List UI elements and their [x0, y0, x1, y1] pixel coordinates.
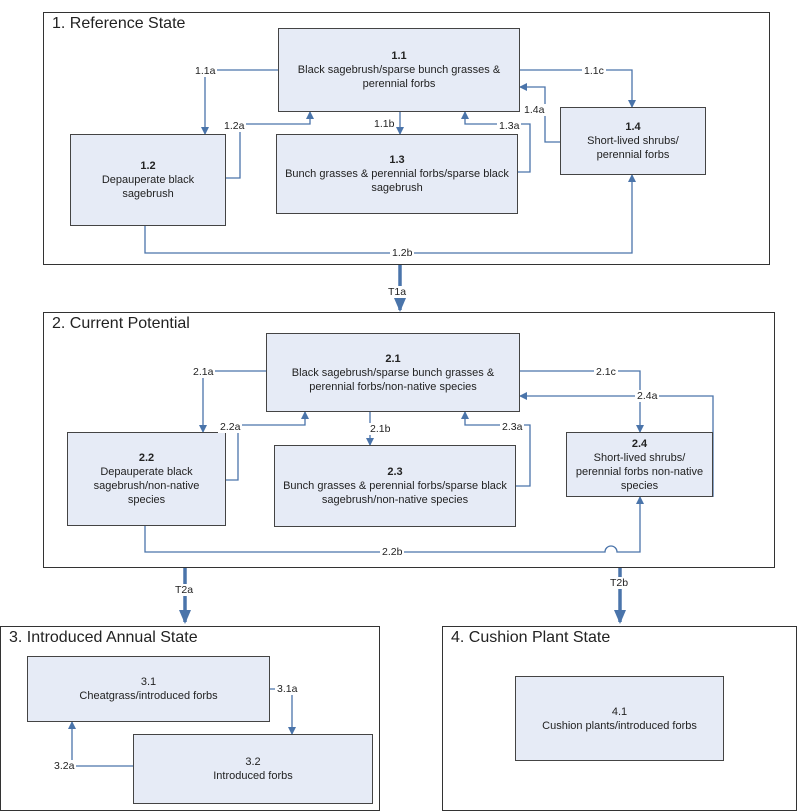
pathway-label-1-4a: 1.4a [522, 104, 547, 116]
pathway-label-3-2a: 3.2a [52, 760, 77, 772]
community-box-2-1: 2.1 Black sagebrush/sparse bunch grasses… [266, 333, 520, 412]
community-number: 1.1 [391, 50, 407, 62]
pathway-label-1-1b: 1.1b [372, 118, 397, 130]
state-title: 3. Introduced Annual State [9, 629, 198, 646]
pathway-label-1-3a: 1.3a [497, 120, 522, 132]
community-text: Black sagebrush/sparse bunch grasses & p… [297, 64, 501, 90]
community-number: 1.2 [140, 160, 156, 172]
pathway-label-2-1c: 2.1c [594, 366, 618, 378]
community-box-1-2: 1.2 Depauperate black sagebrush [70, 134, 226, 226]
community-text: Bunch grasses & perennial forbs/sparse b… [283, 480, 507, 506]
community-text: Black sagebrush/sparse bunch grasses & p… [291, 366, 495, 393]
community-text: Depauperate black sagebrush [101, 174, 195, 200]
community-text: Short-lived shrubs/ perennial forbs [587, 135, 679, 161]
community-box-2-3: 2.3 Bunch grasses & perennial forbs/spar… [274, 445, 516, 527]
community-box-1-1: 1.1 Black sagebrush/sparse bunch grasses… [278, 28, 520, 112]
pathway-label-1-1c: 1.1c [582, 65, 606, 77]
community-number: 2.1 [385, 352, 401, 365]
transition-label-t2a: T2a [173, 584, 196, 596]
community-box-3-2: 3.2 Introduced forbs [133, 734, 373, 804]
community-box-2-4: 2.4 Short-lived shrubs/ perennial forbs … [566, 432, 713, 497]
transition-label-t1a: T1a [386, 286, 409, 298]
community-number: 3.1 [140, 676, 157, 688]
community-box-1-3: 1.3 Bunch grasses & perennial forbs/spar… [276, 134, 518, 214]
transition-label-t2b: T2b [608, 577, 631, 589]
state-title: 4. Cushion Plant State [451, 629, 611, 646]
community-text: Bunch grasses & perennial forbs/sparse b… [285, 168, 509, 194]
community-text: Depauperate black sagebrush/non-native s… [93, 466, 200, 506]
pathway-label-2-4a: 2.4a [635, 390, 660, 402]
community-number: 1.4 [625, 121, 641, 133]
community-text: Short-lived shrubs/ perennial forbs non-… [575, 451, 704, 492]
community-box-3-1: 3.1 Cheatgrass/introduced forbs [27, 656, 270, 722]
community-box-1-4: 1.4 Short-lived shrubs/ perennial forbs [560, 107, 706, 175]
pathway-label-2-1b: 2.1b [368, 423, 393, 435]
pathway-label-1-2b: 1.2b [390, 247, 415, 259]
community-text: Cheatgrass/introduced forbs [79, 690, 218, 702]
pathway-label-1-2a: 1.2a [222, 120, 247, 132]
pathway-label-2-1a: 2.1a [191, 366, 216, 378]
pathway-label-2-2a: 2.2a [218, 421, 243, 433]
community-number: 2.2 [138, 452, 155, 464]
community-text: Cushion plants/introduced forbs [542, 719, 697, 732]
community-box-2-2: 2.2 Depauperate black sagebrush/non-nati… [67, 432, 226, 526]
community-number: 3.2 [245, 756, 261, 768]
community-number: 2.3 [387, 466, 403, 478]
pathway-label-3-1a: 3.1a [275, 683, 300, 695]
community-box-4-1: 4.1 Cushion plants/introduced forbs [515, 676, 724, 761]
state-title: 2. Current Potential [52, 315, 190, 332]
pathway-label-2-2b: 2.2b [380, 546, 405, 558]
community-number: 1.3 [389, 154, 405, 166]
pathway-label-2-3a: 2.3a [500, 421, 525, 433]
community-text: Introduced forbs [213, 770, 293, 782]
community-number: 2.4 [631, 437, 648, 450]
community-number: 4.1 [611, 705, 628, 718]
state-title: 1. Reference State [52, 15, 186, 32]
pathway-label-1-1a: 1.1a [193, 65, 218, 77]
